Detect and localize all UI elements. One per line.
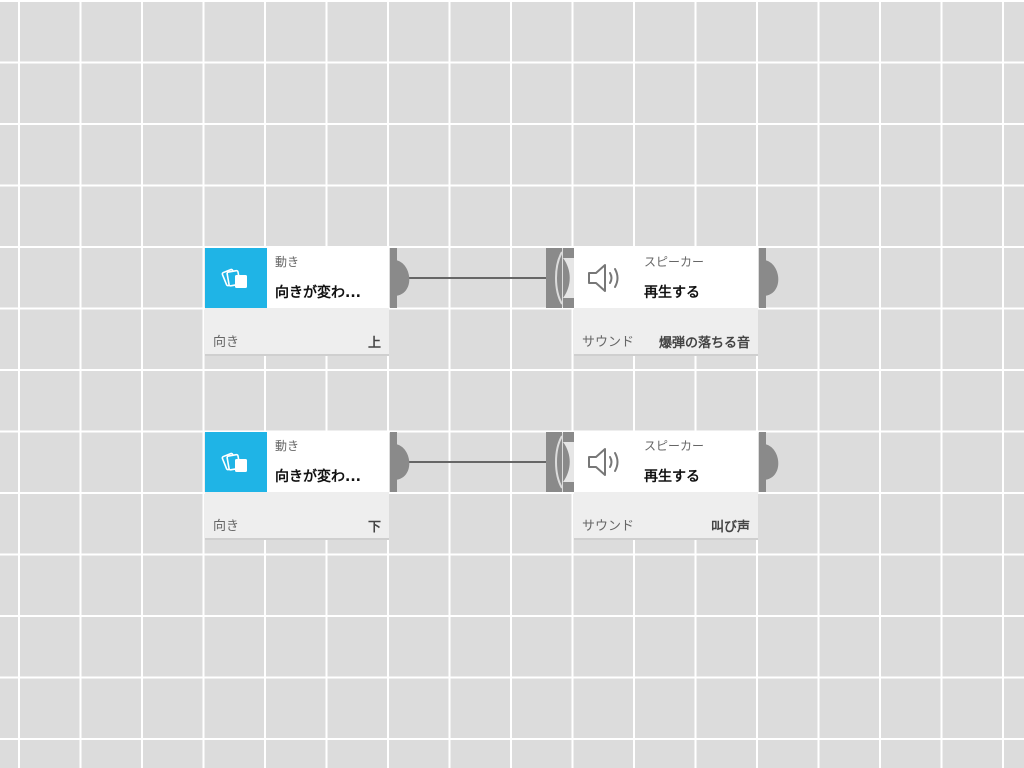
block-category: 動き	[275, 255, 300, 269]
block-param-area[interactable]	[205, 308, 389, 356]
speaker-play-block-1[interactable]: スピーカー 再生する サウンド 爆弾の落ちる音	[546, 248, 779, 356]
motion-direction-block-1[interactable]: 動き 向きが変わ... 向き 上	[205, 248, 410, 356]
block-category: スピーカー	[644, 255, 705, 269]
direction-cards-icon	[205, 432, 267, 492]
param-label: 向き	[213, 335, 240, 350]
param-value[interactable]: 上	[367, 336, 381, 351]
input-port[interactable]	[546, 248, 574, 308]
speaker-icon	[574, 248, 636, 308]
param-value[interactable]: 下	[367, 520, 381, 535]
block-param-area[interactable]	[205, 492, 389, 540]
output-port[interactable]	[390, 248, 414, 308]
output-port[interactable]	[390, 432, 414, 492]
param-value[interactable]: 叫び声	[710, 520, 750, 535]
block-action: 向きが変わ...	[275, 469, 361, 485]
block-category: 動き	[275, 439, 300, 453]
connection-wire-1	[408, 277, 550, 279]
block-param-area[interactable]	[574, 308, 758, 356]
param-value[interactable]: 爆弾の落ちる音	[658, 336, 750, 351]
connection-wire-2	[408, 461, 550, 463]
block-action: 再生する	[644, 469, 700, 485]
block-header: 動き 向きが変わ...	[205, 432, 389, 492]
param-label: サウンド	[582, 335, 635, 350]
block-param-area[interactable]	[574, 492, 758, 540]
block-category: スピーカー	[644, 439, 705, 453]
output-port[interactable]	[759, 432, 783, 492]
param-label: サウンド	[582, 519, 635, 534]
output-port[interactable]	[759, 248, 783, 308]
block-header: 動き 向きが変わ...	[205, 248, 389, 308]
block-header: スピーカー 再生する	[574, 432, 758, 492]
direction-cards-icon	[205, 248, 267, 308]
motion-direction-block-2[interactable]: 動き 向きが変わ... 向き 下	[205, 432, 410, 540]
speaker-play-block-2[interactable]: スピーカー 再生する サウンド 叫び声	[546, 432, 779, 540]
param-label: 向き	[213, 519, 240, 534]
block-header: スピーカー 再生する	[574, 248, 758, 308]
input-port[interactable]	[546, 432, 574, 492]
block-action: 再生する	[644, 285, 700, 301]
speaker-icon	[574, 432, 636, 492]
block-action: 向きが変わ...	[275, 285, 361, 301]
